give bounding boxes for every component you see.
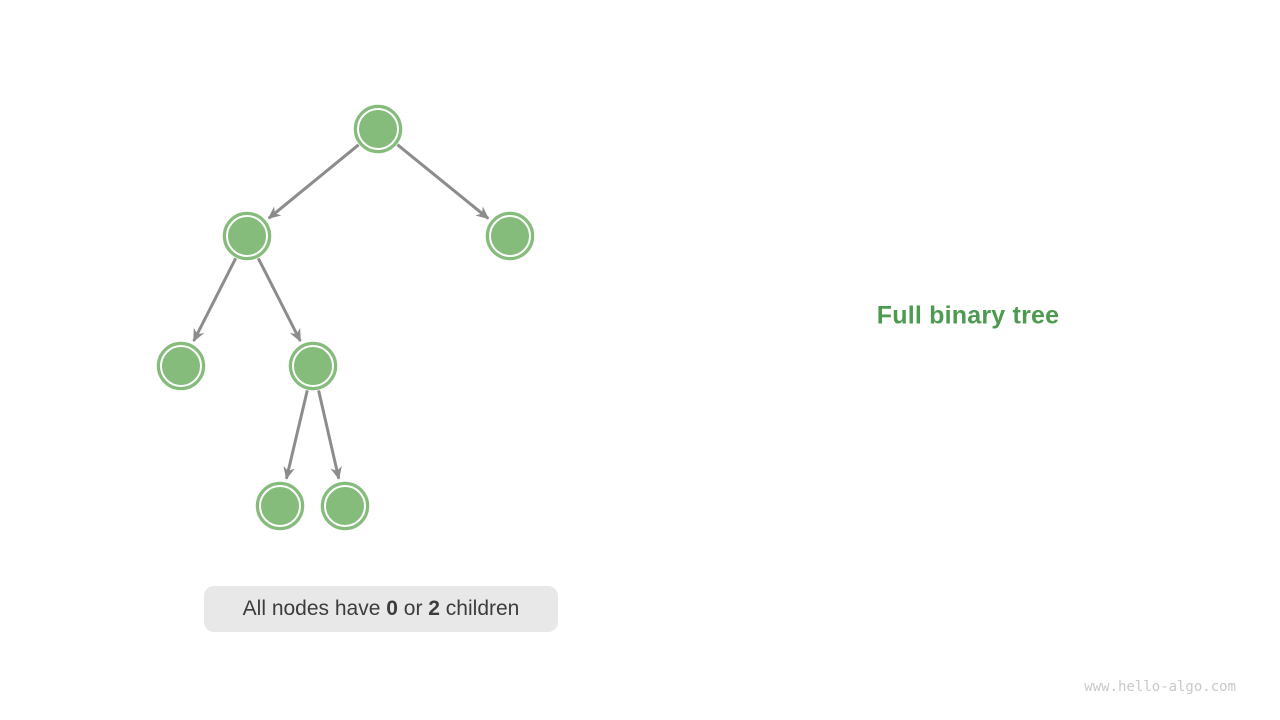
figure-title: Full binary tree	[876, 301, 1060, 330]
caption-bold-zero: 0	[386, 597, 398, 620]
tree-node-root	[353, 104, 403, 154]
tree-edge-l-ll	[192, 257, 238, 342]
tree-node-l	[222, 211, 272, 261]
tree-node-ll	[156, 341, 206, 391]
tree-edge-lr-lrl	[283, 389, 309, 480]
watermark: www.hello-algo.com	[1084, 679, 1236, 695]
caption-bold-two: 2	[428, 597, 440, 620]
tree-node-lr	[288, 341, 338, 391]
caption-text-before: All nodes have	[242, 597, 387, 620]
caption-text-after: children	[439, 597, 520, 620]
tree-edge-l-lr	[256, 257, 302, 342]
tree-edge-root-r	[396, 143, 490, 220]
caption-box: All nodes have 0 or 2 children	[204, 586, 558, 632]
tree-node-r	[485, 211, 535, 261]
tree-node-lrl	[255, 481, 305, 531]
tree-edge-lr-lrr	[317, 390, 342, 480]
tree-node-lrr	[320, 481, 370, 531]
tree-edge-root-l	[267, 143, 360, 220]
caption-text-middle: or	[397, 597, 429, 620]
